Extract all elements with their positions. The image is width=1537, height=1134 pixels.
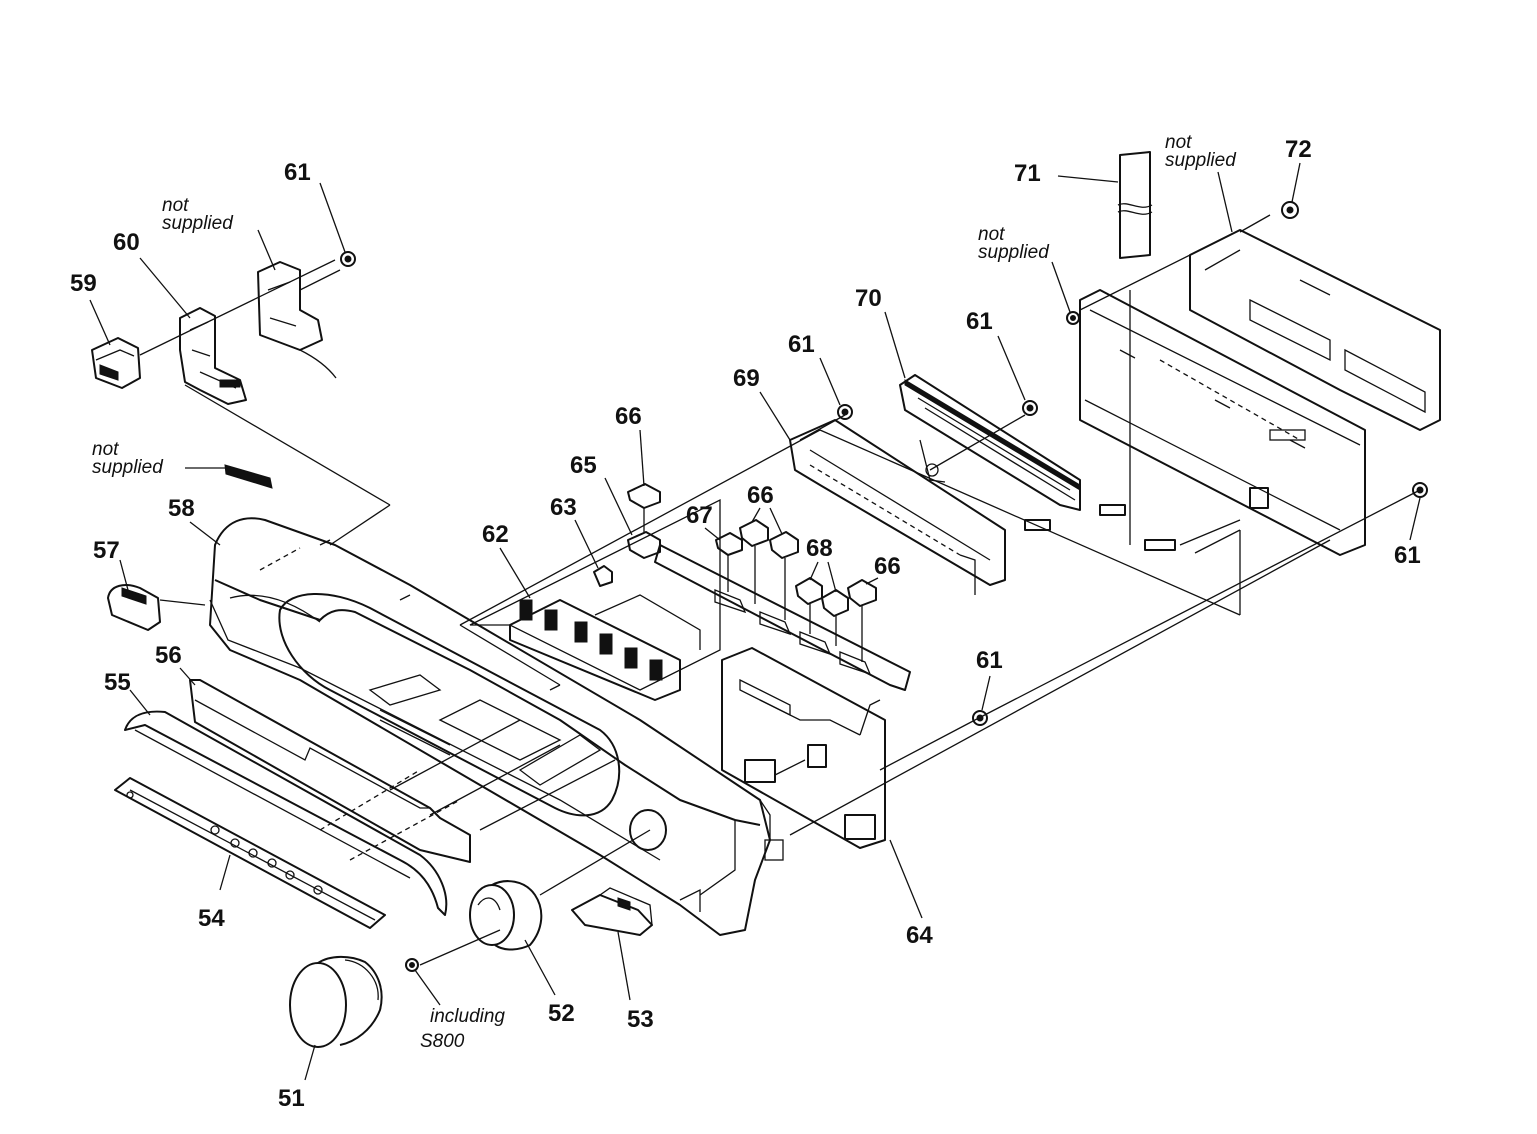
label-70: 70 (855, 285, 882, 312)
label-63: 63 (550, 494, 577, 521)
part-54-indicator-plate (114, 777, 386, 929)
note-supplied-chassis: supplied (978, 242, 1050, 263)
annotation-notes: not supplied not supplied not supplied n… (92, 132, 1237, 1052)
assembly-lines (139, 214, 1421, 966)
note-s800: S800 (420, 1031, 465, 1052)
label-60: 60 (113, 229, 140, 256)
s800-nut (405, 958, 419, 972)
part-63-button (593, 565, 613, 587)
label-61-lower: 61 (976, 647, 1003, 674)
button-rail (643, 508, 911, 691)
part-69-pcb (789, 419, 1006, 595)
label-68: 68 (806, 535, 833, 562)
label-61-pcb: 61 (788, 331, 815, 358)
label-66-mid: 66 (747, 482, 774, 509)
part-59-clip (91, 337, 141, 389)
label-66-right: 66 (874, 553, 901, 580)
part-68-buttons (795, 577, 849, 617)
part-labels: 51 52 53 54 55 56 57 58 59 60 61 62 63 6… (70, 136, 1421, 1112)
label-65: 65 (570, 452, 597, 479)
label-56: 56 (155, 642, 182, 669)
label-55: 55 (104, 669, 131, 696)
label-57: 57 (93, 537, 120, 564)
part-71-flat-cable (1117, 151, 1153, 259)
label-71: 71 (1014, 160, 1041, 187)
part-64-side-board (721, 647, 886, 849)
label-62: 62 (482, 521, 509, 548)
screw-61-board (1022, 400, 1038, 416)
part-51-knob (289, 955, 383, 1048)
part-55-trim (124, 710, 448, 916)
back-plate-not-supplied (1189, 229, 1441, 431)
note-not-60: not (162, 195, 189, 216)
part-66-button-top (627, 483, 661, 509)
part-58-front-panel (209, 517, 784, 936)
part-53-lever (571, 887, 653, 936)
label-61-top-left: 61 (284, 159, 311, 186)
chassis-connector (1024, 504, 1241, 554)
label-53: 53 (627, 1006, 654, 1033)
part-66-button-mid (739, 519, 799, 559)
label-69: 69 (733, 365, 760, 392)
label-66-top: 66 (615, 403, 642, 430)
label-67: 67 (686, 502, 713, 529)
label-52: 52 (548, 1000, 575, 1027)
note-supplied-72: supplied (1165, 150, 1237, 171)
main-chassis-plate (1079, 289, 1366, 556)
label-59: 59 (70, 270, 97, 297)
screw-61-pcb (837, 404, 853, 420)
label-51: 51 (278, 1085, 305, 1112)
note-leaders (89, 162, 1421, 1081)
label-61-board: 61 (966, 308, 993, 335)
note-supplied-58: supplied (92, 457, 164, 478)
part-56-strip (189, 679, 471, 863)
not-supplied-bracket-top-left (257, 261, 341, 379)
screw-72 (1281, 201, 1299, 219)
part-60-bracket (179, 307, 247, 405)
part-65-button (627, 531, 661, 559)
part-67-button (715, 532, 743, 556)
part-66-button-right (847, 579, 877, 607)
label-72: 72 (1285, 136, 1312, 163)
part-57-knob-cover (107, 584, 206, 631)
part-62-switch-board (469, 498, 721, 701)
part-70-long-board (899, 374, 1081, 511)
note-not-58: not (92, 439, 119, 460)
note-including: including (430, 1006, 505, 1027)
part-52-knob (469, 880, 543, 951)
not-supplied-slide-58 (224, 464, 273, 489)
label-64: 64 (906, 922, 933, 949)
note-not-72: not (1165, 132, 1192, 153)
label-54: 54 (198, 905, 225, 932)
screw-61-top-left (340, 251, 356, 267)
screw-chassis-top (1066, 311, 1080, 325)
screw-61-right (1412, 482, 1428, 498)
label-61-right: 61 (1394, 542, 1421, 569)
note-not-chassis: not (978, 224, 1005, 245)
note-supplied-60: supplied (162, 213, 234, 234)
label-58: 58 (168, 495, 195, 522)
screw-61-lower (972, 710, 988, 726)
